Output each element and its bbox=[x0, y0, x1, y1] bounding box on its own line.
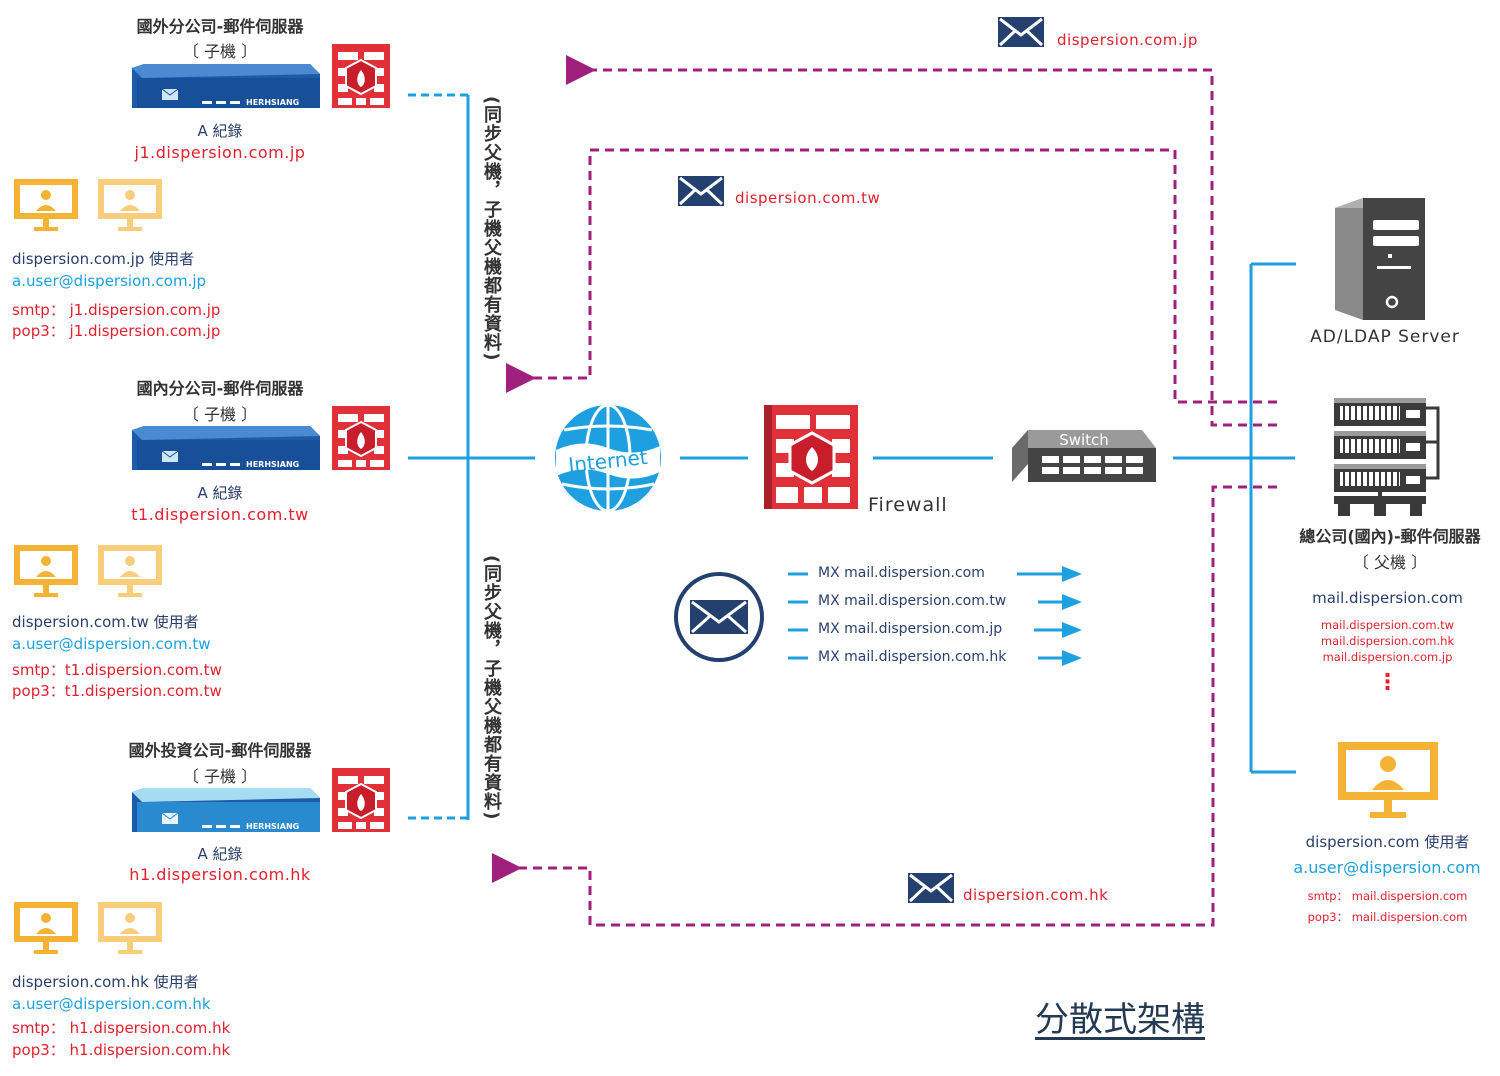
branch-hk-users-label: dispersion.com.hk 使用者 bbox=[12, 973, 199, 991]
branch-jp-email: a.user@dispersion.com.jp bbox=[12, 272, 207, 290]
svg-text:HERHSIANG: HERHSIANG bbox=[246, 822, 299, 831]
svg-text:Switch: Switch bbox=[1059, 431, 1109, 449]
branch-jp-users-label: dispersion.com.jp 使用者 bbox=[12, 250, 195, 268]
branch-tw-title: 國內分公司-郵件伺服器 bbox=[136, 379, 304, 398]
branch-jp-smtp: smtp： j1.dispersion.com.jp bbox=[12, 301, 221, 319]
diagram-title: 分散式架構 bbox=[1035, 1000, 1205, 1040]
flow-tw-path bbox=[506, 148, 1277, 404]
flow-hk-label: dispersion.com.hk bbox=[963, 886, 1109, 904]
branch-hk-title: 國外投資公司-郵件伺服器 bbox=[128, 741, 312, 760]
branch-jp-pop3: pop3： j1.dispersion.com.jp bbox=[12, 322, 221, 340]
firewall-icon-tw bbox=[330, 404, 392, 476]
firewall-icon-jp bbox=[330, 42, 392, 114]
ldap-server-icon bbox=[1335, 198, 1425, 324]
envelope-icon bbox=[161, 88, 179, 100]
hq-main-domain: mail.dispersion.com bbox=[1312, 589, 1463, 607]
branch-tw-a-record-label: A 紀錄 bbox=[197, 484, 243, 502]
flow-tw-envelope-icon bbox=[678, 176, 724, 210]
branch-tw-role: 〔 子機 〕 bbox=[182, 405, 258, 424]
user-monitors-tw bbox=[12, 543, 172, 603]
hq-users-label: dispersion.com 使用者 bbox=[1305, 833, 1470, 851]
internet-globe-icon: Internet bbox=[552, 402, 664, 518]
branch-jp-a-record-label: A 紀錄 bbox=[197, 122, 243, 140]
branch-tw-pop3: pop3：t1.dispersion.com.tw bbox=[12, 682, 222, 700]
branch-jp-role: 〔 子機 〕 bbox=[182, 42, 258, 61]
sync-note-upper: (同步父機，子機父機都有資料) bbox=[481, 96, 502, 362]
hq-server-rack-icon bbox=[1334, 398, 1444, 522]
branch-tw-a-record: t1.dispersion.com.tw bbox=[131, 505, 309, 524]
firewall-icon-hk bbox=[330, 766, 392, 838]
flow-hk-path bbox=[492, 485, 1277, 927]
mx-envelope-circle-icon bbox=[672, 570, 766, 668]
hq-email: a.user@dispersion.com bbox=[1293, 858, 1481, 877]
monitor-icon bbox=[14, 545, 78, 597]
hq-title: 總公司(國內)-郵件伺服器 bbox=[1299, 527, 1481, 546]
mail-server-device-tw: HERHSIANG bbox=[132, 426, 322, 478]
svg-text:HERHSIANG: HERHSIANG bbox=[246, 98, 299, 107]
hq-alias: mail.dispersion.com.jp bbox=[1322, 650, 1453, 664]
branch-hk-pop3: pop3： h1.dispersion.com.hk bbox=[12, 1041, 231, 1059]
flow-tw-label: dispersion.com.tw bbox=[735, 189, 881, 207]
envelope-icon bbox=[161, 450, 179, 462]
monitor-icon bbox=[98, 179, 162, 231]
hq-user-monitor-icon bbox=[1336, 740, 1440, 826]
branch-jp-title: 國外分公司-郵件伺服器 bbox=[136, 17, 304, 36]
branch-hk-role: 〔 子機 〕 bbox=[182, 767, 258, 786]
hq-alias: mail.dispersion.com.tw bbox=[1320, 618, 1455, 632]
hq-smtp: smtp： mail.dispersion.com bbox=[1307, 889, 1468, 903]
user-monitors-jp bbox=[12, 177, 172, 237]
branch-hk-smtp: smtp： h1.dispersion.com.hk bbox=[12, 1019, 231, 1037]
mx-record: MX mail.dispersion.com.hk bbox=[818, 649, 1007, 665]
firewall-label: Firewall bbox=[868, 494, 948, 516]
mx-record: MX mail.dispersion.com bbox=[818, 565, 985, 581]
ldap-server-label: AD/LDAP Server bbox=[1310, 327, 1460, 347]
hq-alias-more: ⋮ bbox=[1376, 670, 1399, 695]
flow-jp-label: dispersion.com.jp bbox=[1057, 31, 1198, 49]
switch-icon: Switch bbox=[1012, 430, 1158, 488]
monitor-icon bbox=[14, 902, 78, 954]
branch-jp-a-record: j1.dispersion.com.jp bbox=[134, 143, 306, 162]
branch-tw-smtp: smtp：t1.dispersion.com.tw bbox=[12, 661, 222, 679]
monitor-icon bbox=[98, 902, 162, 954]
hq-role: 〔 父機 〕 bbox=[1352, 553, 1428, 572]
flow-jp-path bbox=[566, 55, 1277, 427]
flow-hk-envelope-icon bbox=[908, 873, 954, 907]
svg-text:HERHSIANG: HERHSIANG bbox=[246, 460, 299, 469]
mail-server-device-hk: HERHSIANG bbox=[132, 788, 322, 840]
hq-alias: mail.dispersion.com.hk bbox=[1320, 634, 1455, 648]
user-monitors-hk bbox=[12, 900, 172, 960]
monitor-icon bbox=[98, 545, 162, 597]
envelope-icon bbox=[161, 812, 179, 824]
flow-jp-envelope-icon bbox=[998, 17, 1044, 51]
branch-hk-email: a.user@dispersion.com.hk bbox=[12, 995, 211, 1013]
mx-record: MX mail.dispersion.com.jp bbox=[818, 621, 1003, 637]
branch-hk-a-record-label: A 紀錄 bbox=[197, 845, 243, 863]
branch-tw-users-label: dispersion.com.tw 使用者 bbox=[12, 613, 199, 631]
monitor-icon bbox=[14, 179, 78, 231]
sync-note-lower: (同步父機，子機父機都有資料) bbox=[481, 555, 502, 821]
mx-arrows bbox=[788, 566, 1082, 666]
hq-pop3: pop3： mail.dispersion.com bbox=[1307, 910, 1468, 924]
main-firewall-icon bbox=[762, 403, 862, 517]
branch-hk-a-record: h1.dispersion.com.hk bbox=[129, 865, 311, 884]
mail-server-device-jp: HERHSIANG bbox=[132, 64, 322, 116]
branch-tw-email: a.user@dispersion.com.tw bbox=[12, 635, 211, 653]
mx-record: MX mail.dispersion.com.tw bbox=[818, 593, 1007, 609]
